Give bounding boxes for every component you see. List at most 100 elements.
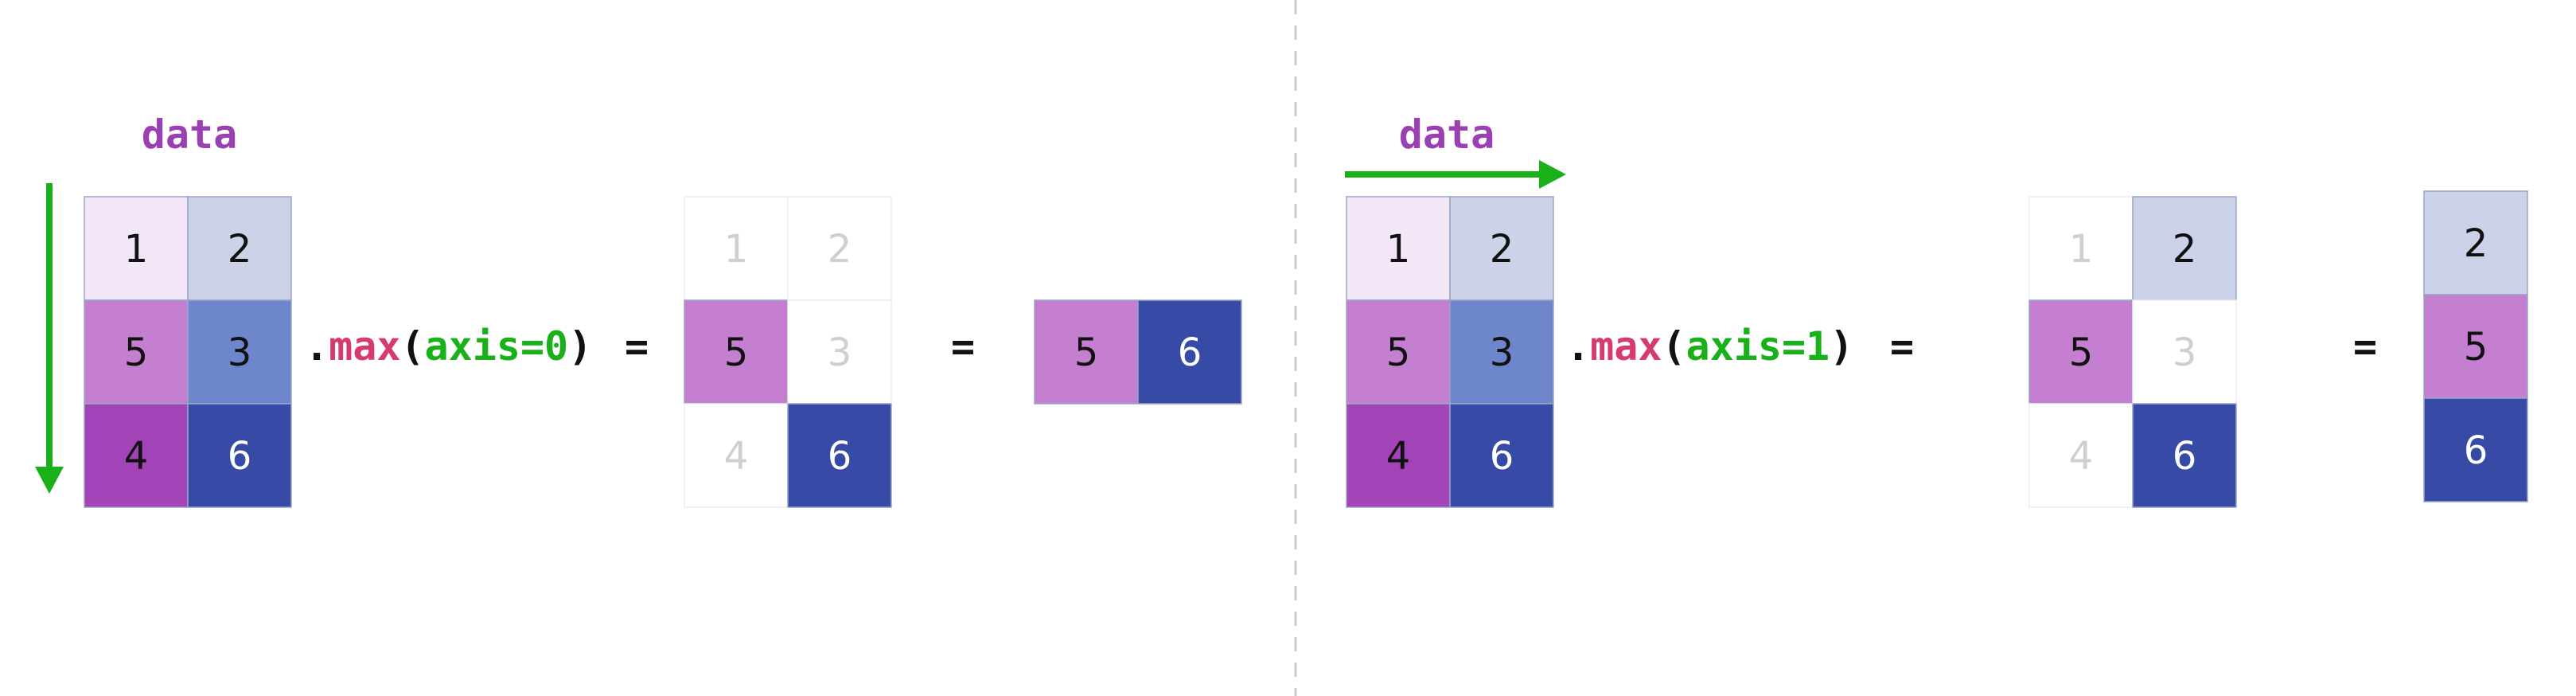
matrix-cell-r1-c1-bg: [2132, 299, 2237, 405]
right-equals-sign-2: =: [2353, 323, 2377, 370]
left-expr-close-paren: ): [568, 323, 592, 370]
matrix-cell-r0-c0-bg: [2028, 196, 2134, 301]
matrix-cell-r2-c1-value: 6: [228, 434, 252, 479]
matrix-cell-r1-c1-value: 3: [228, 330, 252, 375]
matrix-cell-r2-c0: 4: [1346, 403, 1451, 508]
matrix-cell-r2-c0-bg: [84, 403, 189, 508]
right-data-label: data: [1399, 111, 1495, 158]
matrix-cell-r1-c1: 3: [187, 299, 292, 405]
matrix-cell-r0-c1-value: 2: [2173, 227, 2197, 272]
matrix-cell-r2-c1-value: 6: [1490, 434, 1514, 479]
matrix-cell-r0-c1-bg: [1449, 196, 1554, 301]
matrix-cell-r2-c1-bg: [2132, 403, 2237, 508]
right-expr-method: max: [1590, 323, 1662, 370]
matrix-cell-r0-c0: 1: [84, 196, 189, 301]
left-max-mask-matrix: 1 2 5 3 4 6: [684, 196, 892, 508]
matrix-cell-r1-c1-bg: [787, 299, 892, 405]
result-cell-0: 5: [1034, 299, 1139, 405]
result-cell-2-bg: [2423, 397, 2528, 502]
matrix-cell-r0-c0-value: 1: [1386, 227, 1411, 272]
result-cell-1-value: 6: [1178, 330, 1202, 375]
left-expr-method: max: [329, 323, 400, 370]
right-equals-sign: =: [1890, 323, 1914, 370]
result-cell-1-bg: [1137, 299, 1242, 405]
matrix-cell-r1-c0-value: 5: [2069, 330, 2094, 375]
matrix-cell-r2-c0-value: 4: [724, 434, 749, 479]
result-cell-0-bg: [1034, 299, 1139, 405]
matrix-cell-r0-c0: 1: [2028, 196, 2134, 301]
matrix-cell-r2-c1: 6: [187, 403, 292, 508]
matrix-cell-r0-c1: 2: [2132, 196, 2237, 301]
matrix-cell-r0-c1-value: 2: [228, 227, 252, 272]
right-expr-open-paren: (: [1662, 323, 1686, 370]
matrix-cell-r0-c1: 2: [787, 196, 892, 301]
right-expression: .max(axis=1): [1566, 323, 1853, 370]
matrix-cell-r0-c1-bg: [2132, 196, 2237, 301]
left-equals-sign: =: [625, 323, 649, 370]
matrix-cell-r1-c1: 3: [787, 299, 892, 405]
matrix-cell-r0-c0-value: 1: [2069, 227, 2094, 272]
matrix-cell-r0-c0-bg: [684, 196, 789, 301]
matrix-cell-r0-c1-bg: [187, 196, 292, 301]
matrix-cell-r1-c1-bg: [1449, 299, 1554, 405]
matrix-cell-r2-c0-value: 4: [1386, 434, 1411, 479]
matrix-cell-r2-c0: 4: [84, 403, 189, 508]
right-result-column: 2 5 6: [2423, 190, 2528, 502]
result-cell-0: 2: [2423, 190, 2528, 295]
matrix-cell-r2-c1-bg: [787, 403, 892, 508]
matrix-cell-r0-c0-value: 1: [724, 227, 749, 272]
matrix-cell-r0-c1-value: 2: [1490, 227, 1514, 272]
left-expr-arg: axis=0: [425, 323, 569, 370]
result-cell-0-value: 2: [2464, 221, 2488, 266]
result-cell-1: 5: [2423, 294, 2528, 399]
matrix-cell-r0-c0: 1: [684, 196, 789, 301]
left-arrow-head: [35, 467, 64, 494]
matrix-cell-r0-c1: 2: [1449, 196, 1554, 301]
matrix-cell-r1-c1-bg: [187, 299, 292, 405]
left-expr-dot: .: [305, 323, 329, 370]
matrix-cell-r2-c0-bg: [1346, 403, 1451, 508]
result-cell-2-value: 6: [2464, 428, 2488, 473]
matrix-cell-r0-c0-value: 1: [124, 227, 149, 272]
matrix-cell-r1-c0-value: 5: [724, 330, 749, 375]
left-expr-open-paren: (: [400, 323, 424, 370]
matrix-cell-r0-c0-bg: [1346, 196, 1451, 301]
right-expr-arg: axis=1: [1686, 323, 1830, 370]
right-axis1-arrow: [1345, 160, 1566, 189]
matrix-cell-r0-c0: 1: [1346, 196, 1451, 301]
matrix-cell-r1-c0-bg: [1346, 299, 1451, 405]
matrix-cell-r1-c1-value: 3: [828, 330, 852, 375]
matrix-cell-r2-c1: 6: [787, 403, 892, 508]
matrix-cell-r1-c0-value: 5: [124, 330, 149, 375]
left-data-matrix: 1 2 5 3 4 6: [84, 196, 292, 508]
matrix-cell-r2-c0-value: 4: [124, 434, 149, 479]
matrix-cell-r1-c0: 5: [1346, 299, 1451, 405]
result-cell-1: 6: [1137, 299, 1242, 405]
left-expression: .max(axis=0): [305, 323, 592, 370]
matrix-cell-r2-c0: 4: [2028, 403, 2134, 508]
right-expr-close-paren: ): [1830, 323, 1853, 370]
matrix-cell-r1-c0: 5: [684, 299, 789, 405]
matrix-cell-r2-c1: 6: [2132, 403, 2237, 508]
matrix-cell-r2-c0: 4: [684, 403, 789, 508]
matrix-cell-r1-c1: 3: [2132, 299, 2237, 405]
matrix-cell-r2-c1: 6: [1449, 403, 1554, 508]
matrix-cell-r2-c0-value: 4: [2069, 434, 2094, 479]
matrix-cell-r0-c1: 2: [187, 196, 292, 301]
matrix-cell-r2-c1-value: 6: [828, 434, 852, 479]
left-equals-sign-2: =: [951, 323, 975, 370]
matrix-cell-r1-c0-bg: [684, 299, 789, 405]
right-expr-dot: .: [1566, 323, 1590, 370]
matrix-cell-r1-c1-value: 3: [2173, 330, 2197, 375]
result-cell-0-value: 5: [1074, 330, 1099, 375]
matrix-cell-r1-c1-value: 3: [1490, 330, 1514, 375]
matrix-cell-r0-c1-value: 2: [828, 227, 852, 272]
result-cell-1-value: 5: [2464, 325, 2488, 370]
left-axis0-arrow: [35, 183, 64, 494]
